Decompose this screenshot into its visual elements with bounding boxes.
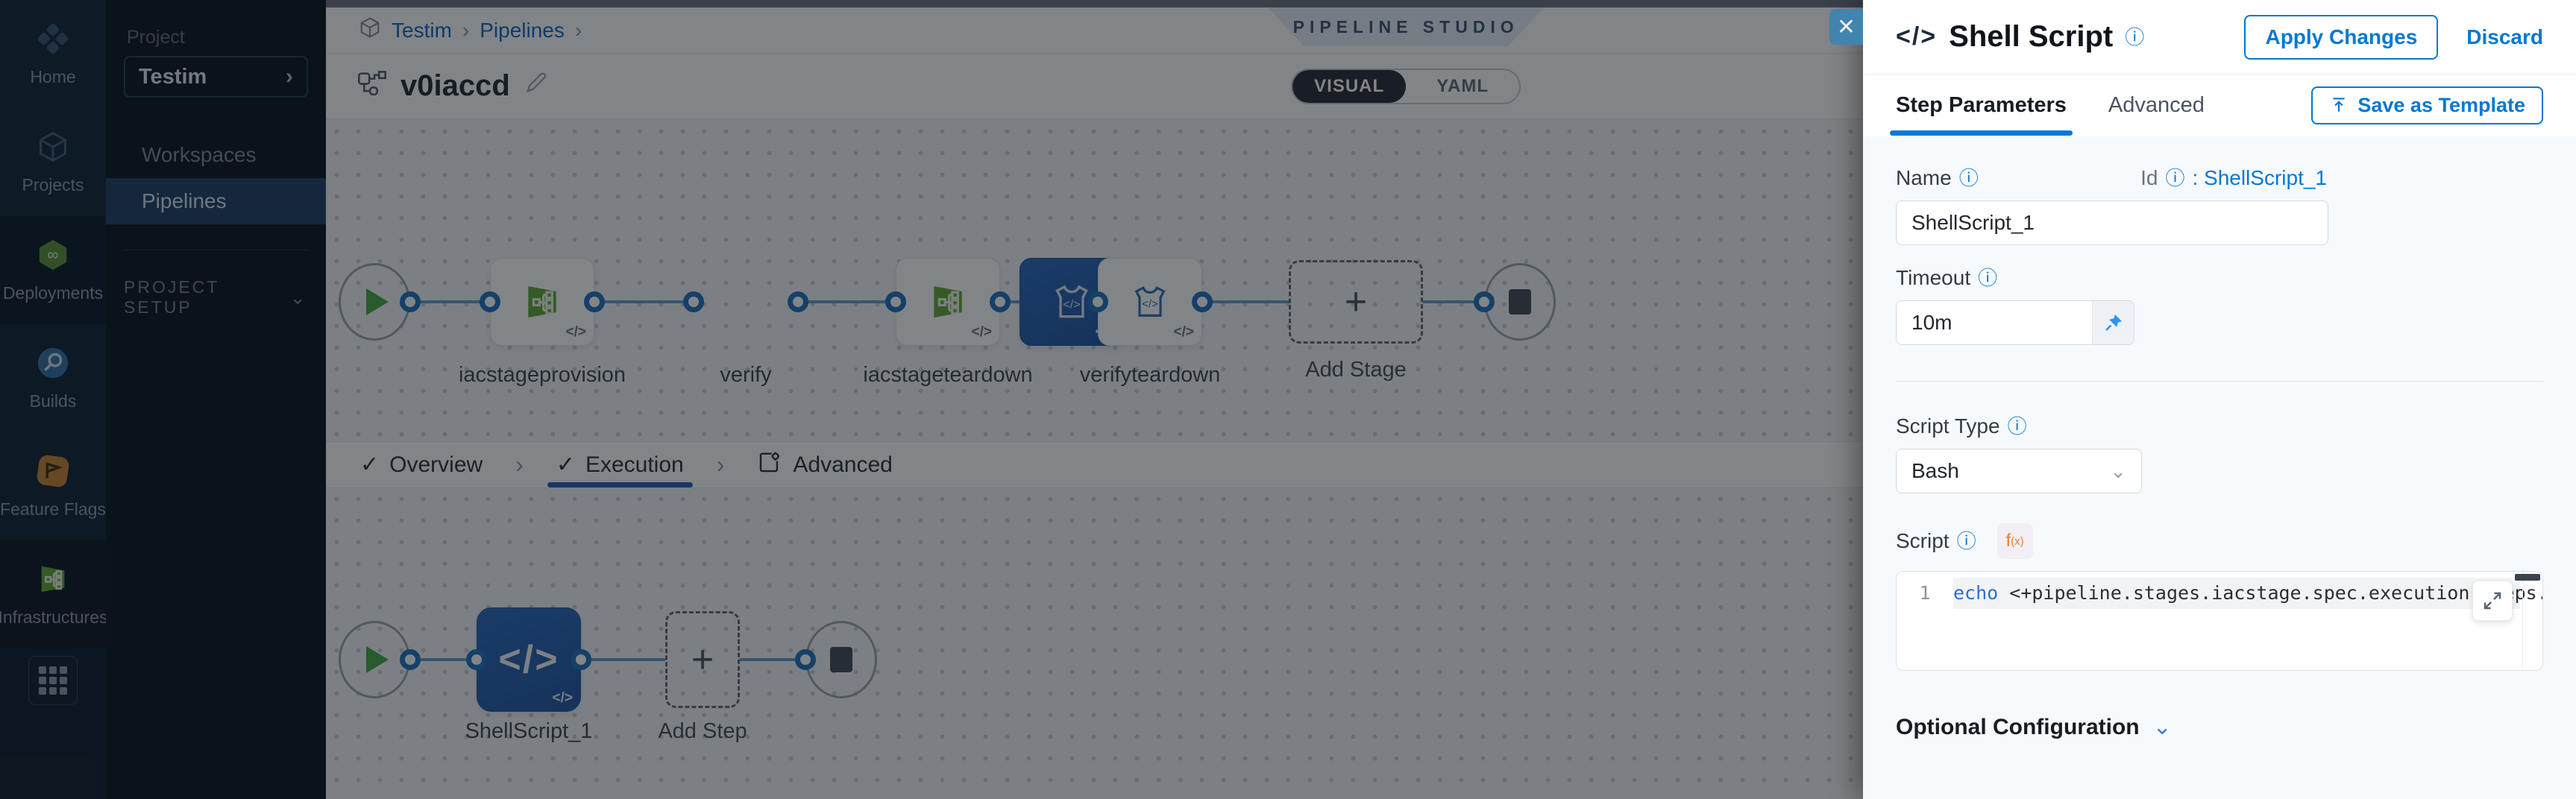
drawer-tabs: Step Parameters Advanced Save as Templat… xyxy=(1863,75,2576,136)
save-as-template-button[interactable]: Save as Template xyxy=(2311,86,2543,124)
editor-scrollbar[interactable] xyxy=(2522,572,2523,670)
discard-button[interactable]: Discard xyxy=(2466,25,2543,48)
drawer-body: Name ⓘ Id ⓘ : ShellScript_1 Timeout ⓘ xyxy=(1863,136,2576,799)
expand-editor-button[interactable] xyxy=(2472,581,2513,621)
drawer-actions: Apply Changes Discard xyxy=(2244,14,2543,60)
chevron-down-icon: ⌄ xyxy=(2110,459,2126,482)
timeout-input[interactable] xyxy=(1897,301,2092,344)
optional-configuration-toggle[interactable]: Optional Configuration ⌄ xyxy=(1896,714,2172,740)
info-icon[interactable]: ⓘ xyxy=(1958,167,1979,189)
drawer-close-button[interactable]: ✕ xyxy=(1829,9,1863,45)
script-type-value: Bash xyxy=(1911,459,1959,482)
script-row: Script ⓘ f(x) xyxy=(1896,523,2543,559)
apply-changes-button[interactable]: Apply Changes xyxy=(2244,14,2439,60)
expression-fx-button[interactable]: f(x) xyxy=(1997,523,2033,559)
editor-scrollbar-thumb[interactable] xyxy=(2515,574,2540,581)
drawer-title: </> Shell Script ⓘ xyxy=(1896,20,2145,53)
info-icon[interactable]: ⓘ xyxy=(2125,25,2145,48)
pin-icon xyxy=(2105,314,2122,331)
drawer-header: </> Shell Script ⓘ Apply Changes Discard xyxy=(1863,0,2576,75)
name-label: Name xyxy=(1896,166,1952,189)
code-text: echo <+pipeline.stages.iacstage.spec.exe… xyxy=(1953,582,2542,604)
name-field-row: Name ⓘ Id ⓘ : ShellScript_1 xyxy=(1896,166,2543,190)
line-number: 1 xyxy=(1919,582,1931,604)
pin-runtime-input-button[interactable] xyxy=(2092,301,2134,344)
code-line: 1 echo <+pipeline.stages.iacstage.spec.e… xyxy=(1897,572,2542,604)
tab-step-parameters[interactable]: Step Parameters xyxy=(1890,75,2073,136)
script-code-editor[interactable]: 1 echo <+pipeline.stages.iacstage.spec.e… xyxy=(1896,571,2543,671)
info-icon[interactable]: ⓘ xyxy=(2007,415,2027,438)
shell-script-icon: </> xyxy=(1896,22,1938,51)
active-line-highlight xyxy=(1953,578,2520,609)
timeout-input-group xyxy=(1896,300,2134,345)
script-type-label: Script Type xyxy=(1896,414,2000,438)
info-icon[interactable]: ⓘ xyxy=(2165,167,2185,189)
id-label: Id xyxy=(2140,166,2158,189)
script-type-select[interactable]: Bash ⌄ xyxy=(1896,449,2142,493)
name-input[interactable] xyxy=(1896,200,2328,245)
id-value[interactable]: : ShellScript_1 xyxy=(2192,166,2327,189)
timeout-field-row: Timeout ⓘ xyxy=(1896,266,2543,290)
step-config-drawer: ✕ </> Shell Script ⓘ Apply Changes Disca… xyxy=(1829,0,2576,799)
tab-drawer-advanced[interactable]: Advanced xyxy=(2108,92,2205,117)
script-type-row: Script Type ⓘ xyxy=(1896,414,2543,438)
info-icon[interactable]: ⓘ xyxy=(1956,530,1976,552)
upload-icon xyxy=(2333,98,2345,112)
info-icon[interactable]: ⓘ xyxy=(1978,267,1998,289)
step-id: Id ⓘ : ShellScript_1 xyxy=(2140,166,2327,190)
timeout-label: Timeout xyxy=(1896,266,1971,289)
close-icon: ✕ xyxy=(1836,14,1856,40)
chevron-down-icon: ⌄ xyxy=(2152,715,2172,739)
script-label: Script xyxy=(1896,529,1950,552)
drawer-backdrop[interactable] xyxy=(0,0,1863,799)
divider xyxy=(1896,381,2543,382)
expand-icon xyxy=(2484,592,2501,610)
